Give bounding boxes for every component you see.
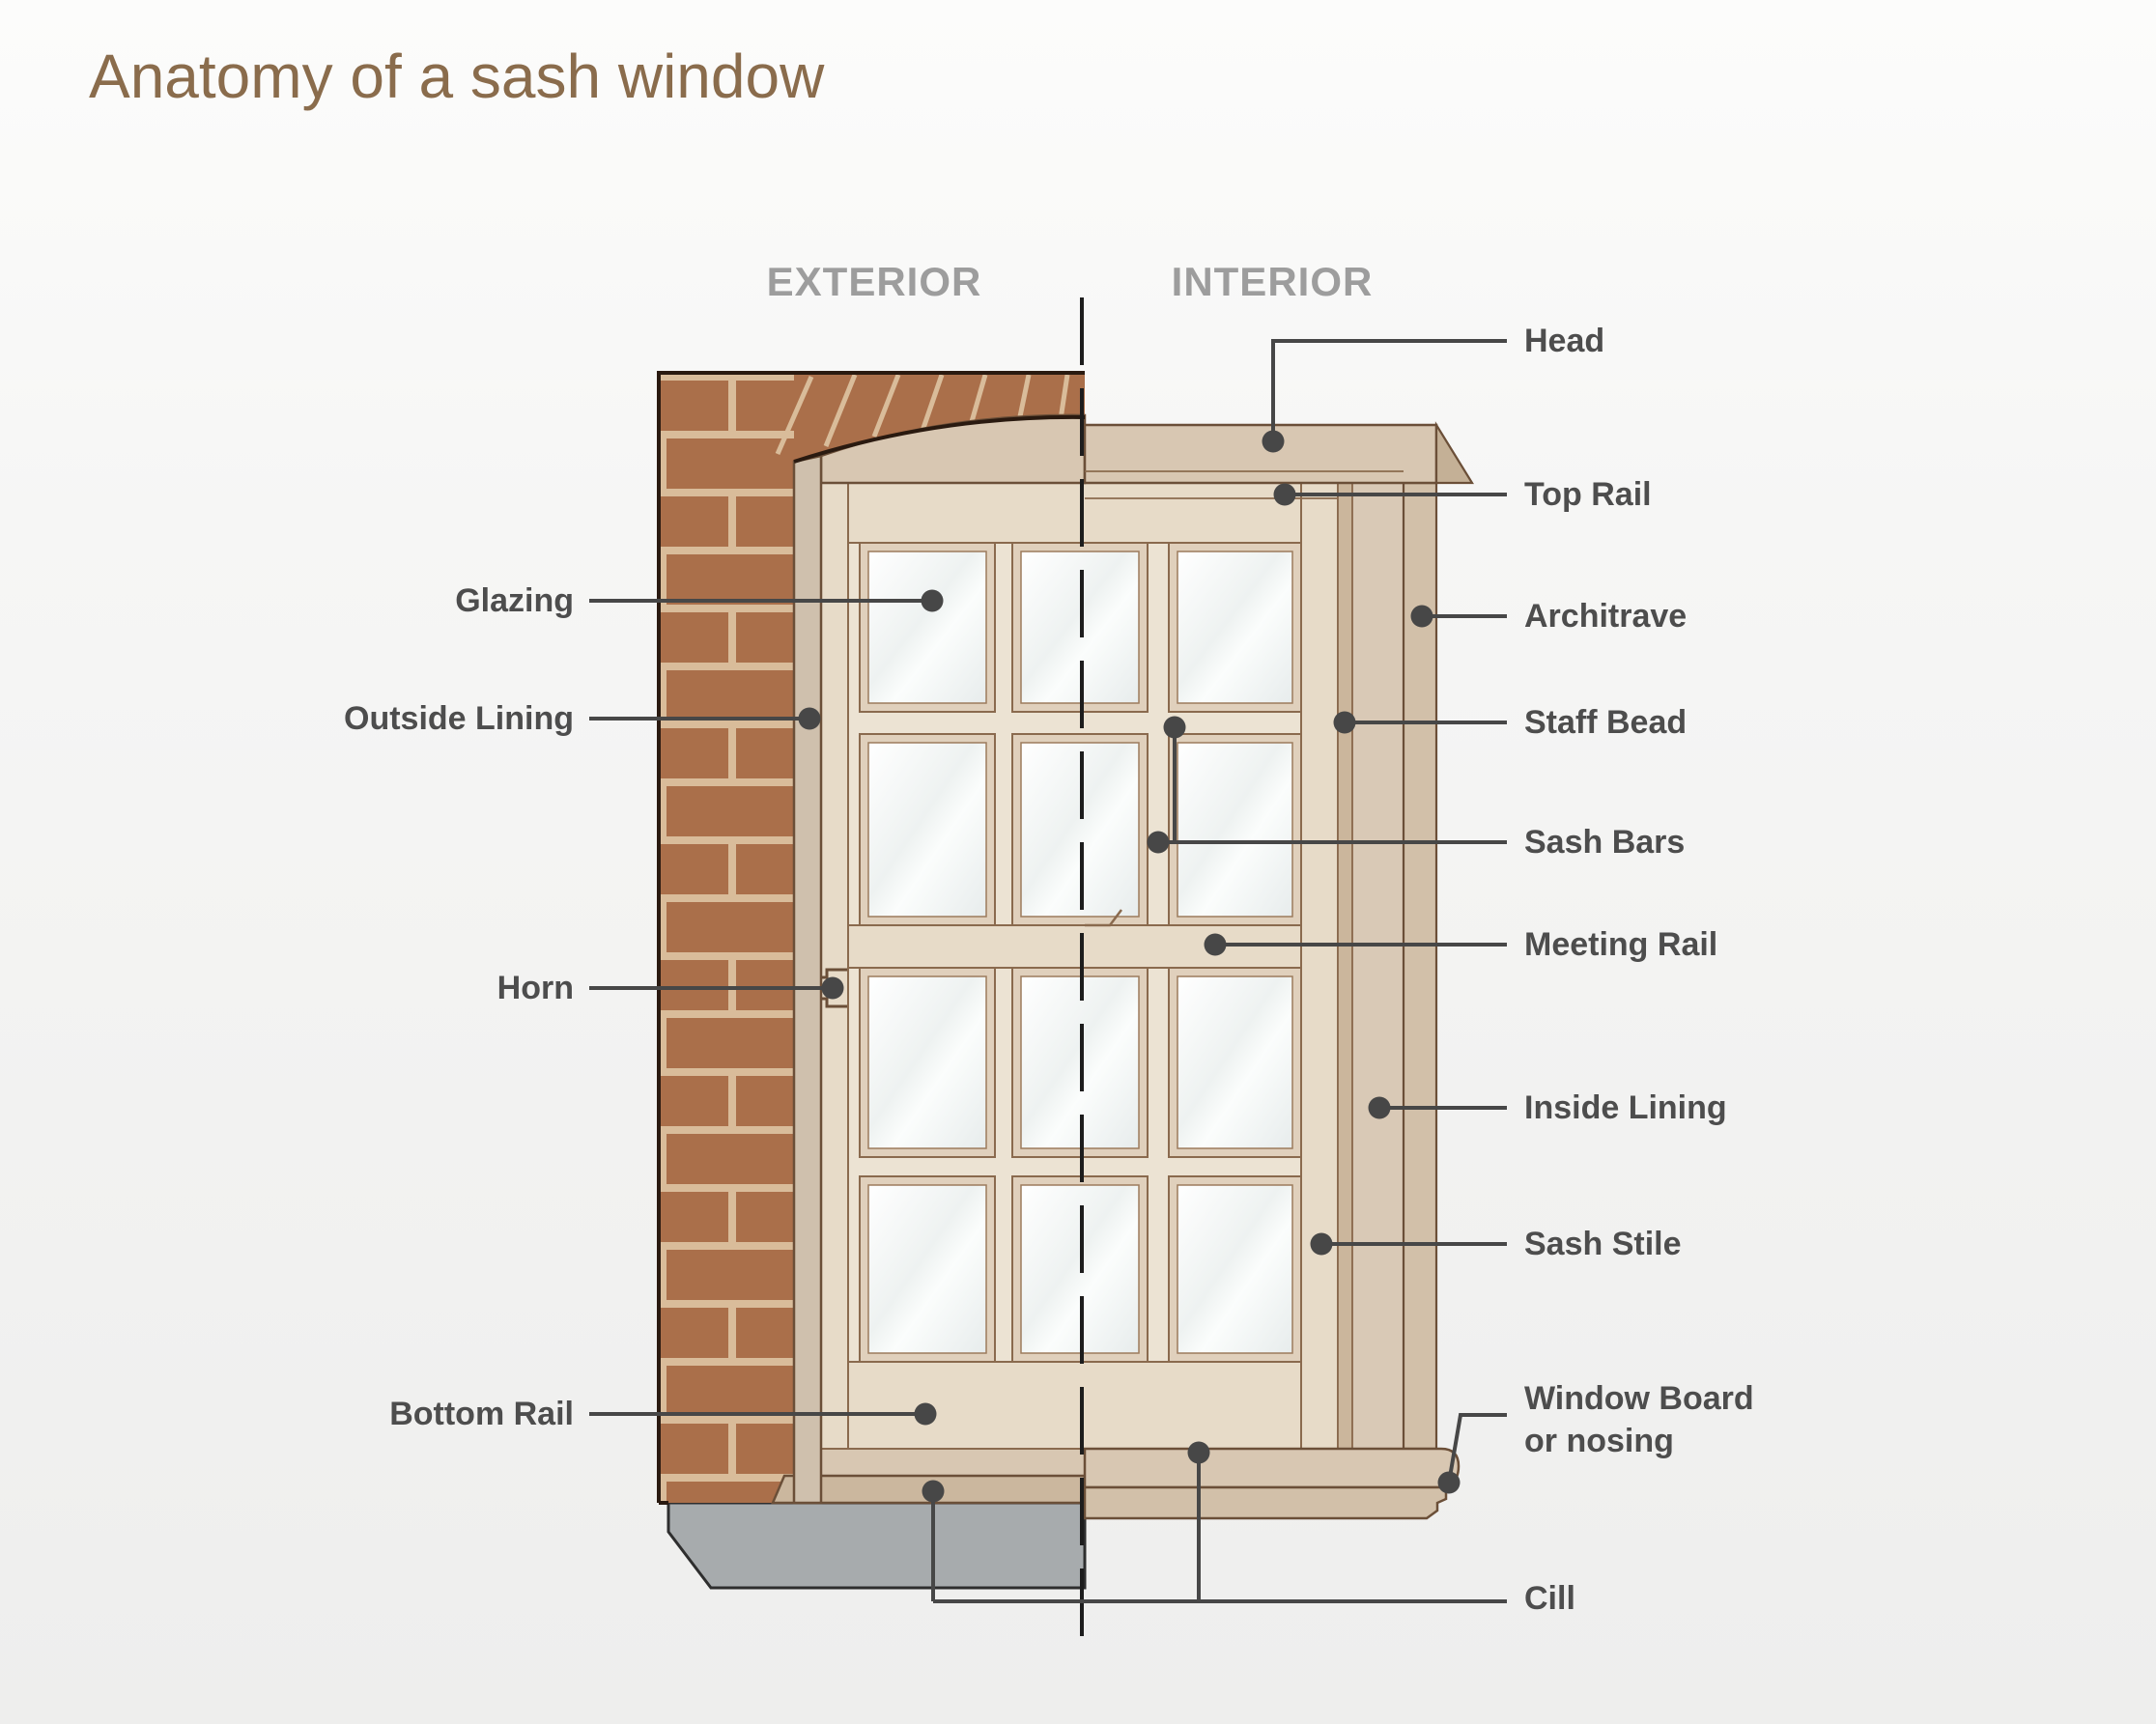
section-label-interior: INTERIOR [1171, 259, 1374, 304]
stone-cill [667, 1501, 1087, 1590]
glass-pane [867, 975, 987, 1149]
page-title: Anatomy of a sash window [89, 42, 825, 111]
label-glazing: Glazing [455, 582, 574, 619]
glass-pane [1177, 742, 1293, 918]
meeting-rail-joggle [1085, 909, 1122, 927]
sash-stile-left [818, 482, 849, 1450]
glass-pane [1177, 975, 1293, 1149]
glass-pane [867, 742, 987, 918]
label-sash-bars: Sash Bars [1524, 824, 1686, 861]
section-label-exterior: EXTERIOR [766, 259, 982, 304]
label-inside-lining: Inside Lining [1524, 1089, 1727, 1126]
label-top-rail: Top Rail [1524, 476, 1652, 513]
top-rail-band [818, 482, 1339, 544]
label-window-board-line2: or nosing [1524, 1423, 1674, 1459]
label-horn: Horn [496, 970, 574, 1006]
label-outside-lining: Outside Lining [344, 700, 574, 737]
apron-moulding [1083, 1485, 1448, 1520]
label-staff-bead: Staff Bead [1524, 704, 1688, 741]
bottom-rail-band [818, 1361, 1339, 1450]
leader-lines [589, 339, 1507, 1603]
label-cill: Cill [1524, 1580, 1575, 1617]
interior-head-band [1083, 423, 1438, 485]
staff-bead-strip [1337, 482, 1353, 1450]
leader-dots [798, 430, 1461, 1503]
label-window-board-line1: Window Board [1524, 1380, 1754, 1417]
arch-curve [793, 414, 1086, 464]
glass-pane [867, 1184, 987, 1354]
architrave-mitre [1434, 421, 1474, 485]
inside-lining-strip [1351, 482, 1404, 1450]
label-architrave: Architrave [1524, 598, 1688, 635]
sash-assembly [818, 482, 1339, 1450]
exterior-cill-boards [771, 1448, 1087, 1505]
glass-pane [1177, 1184, 1293, 1354]
glass-pane [1177, 551, 1293, 704]
outside-lining-strip [792, 454, 823, 1505]
glass-pane [867, 551, 987, 704]
sash-stile-right [1300, 482, 1339, 1450]
window-board [1083, 1447, 1461, 1489]
architrave-strip [1402, 481, 1438, 1451]
label-meeting-rail: Meeting Rail [1524, 926, 1718, 963]
arch-brick-joints [775, 374, 1070, 456]
label-window-board: Window Board or nosing [1524, 1377, 1754, 1462]
label-head: Head [1524, 323, 1605, 359]
label-bottom-rail: Bottom Rail [389, 1396, 574, 1432]
label-sash-stile: Sash Stile [1524, 1226, 1682, 1262]
